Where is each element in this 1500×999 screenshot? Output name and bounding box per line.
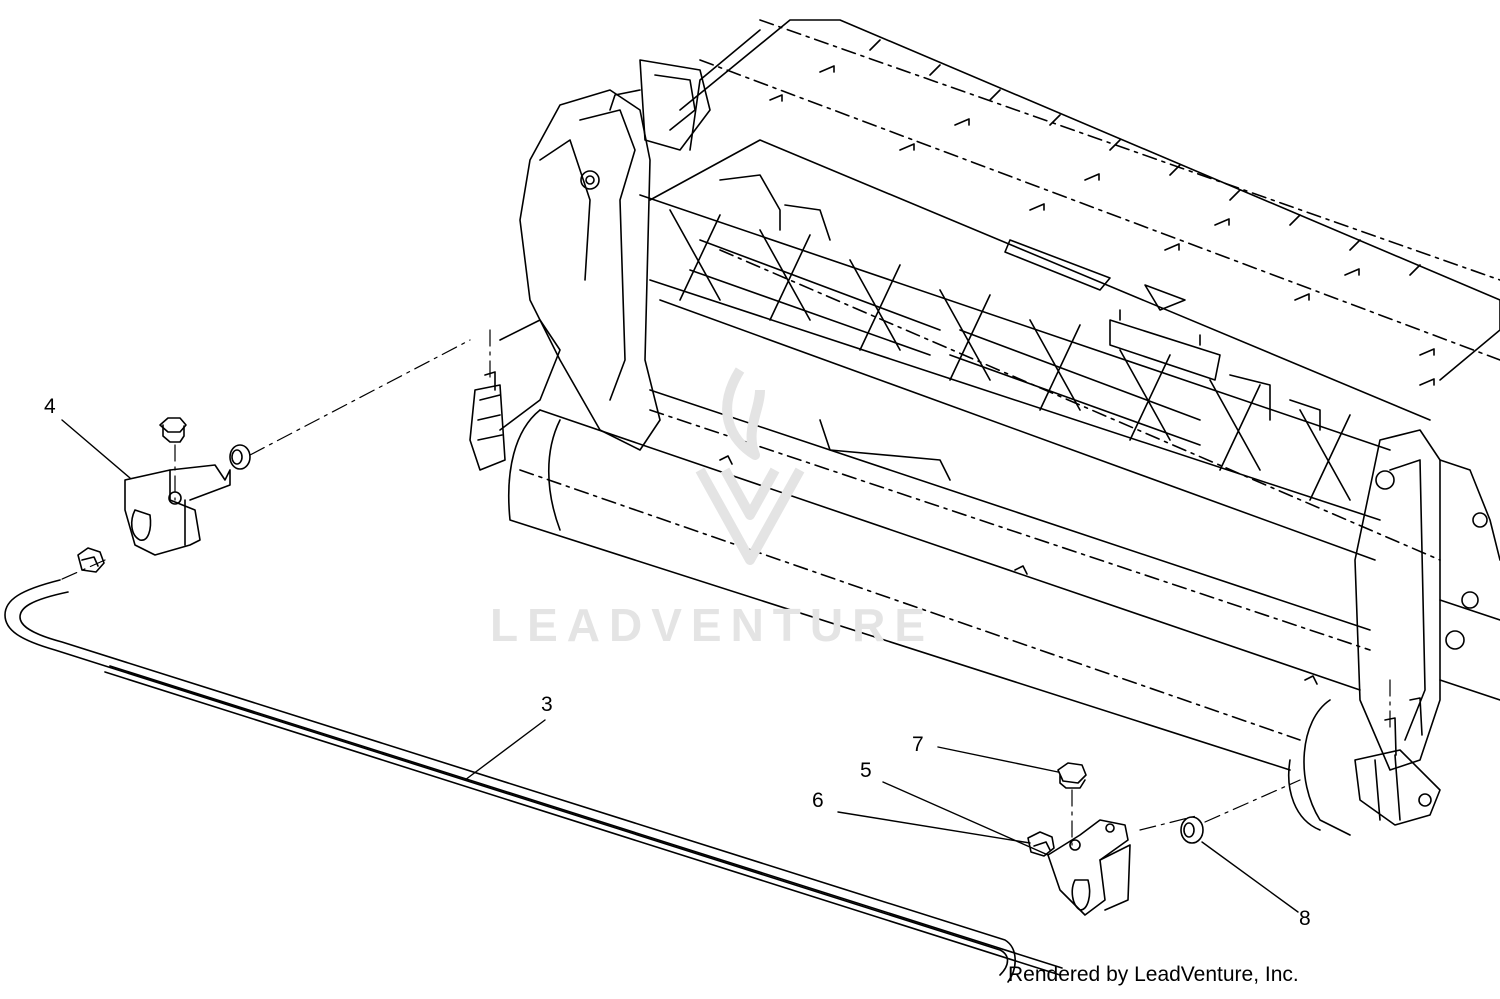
part-4-bracket bbox=[124, 464, 231, 556]
callout-8: 8 bbox=[1299, 907, 1311, 930]
part-4-top-nut bbox=[159, 417, 187, 443]
part-4-flange-nut bbox=[229, 444, 251, 470]
part-8-nut bbox=[1180, 816, 1204, 844]
callout-5: 5 bbox=[860, 759, 872, 782]
reel-top-frame bbox=[649, 19, 1500, 561]
watermark-text: LEADVENTURE bbox=[490, 599, 935, 651]
left-roller-end bbox=[469, 319, 561, 471]
part-6-nut bbox=[1027, 831, 1055, 857]
right-roller-end bbox=[1354, 697, 1441, 826]
callout-6: 6 bbox=[812, 789, 824, 812]
assembly-lines bbox=[59, 329, 1391, 846]
right-side-plate bbox=[1354, 429, 1500, 771]
reel-lattice bbox=[639, 194, 1391, 651]
leader-lines bbox=[61, 419, 1299, 913]
front-roller bbox=[507, 409, 1361, 836]
part-3-rod bbox=[4, 579, 1063, 983]
callout-4: 4 bbox=[44, 395, 56, 418]
part-4-rod-nut bbox=[77, 547, 105, 573]
callout-7: 7 bbox=[912, 733, 924, 756]
left-side-plate bbox=[519, 59, 711, 451]
part-5-bracket bbox=[1047, 819, 1131, 916]
part-7-nut bbox=[1057, 762, 1087, 789]
leadventure-logo bbox=[695, 367, 805, 565]
callout-3: 3 bbox=[541, 693, 553, 716]
render-credit: Rendered by LeadVenture, Inc. bbox=[1008, 963, 1299, 986]
